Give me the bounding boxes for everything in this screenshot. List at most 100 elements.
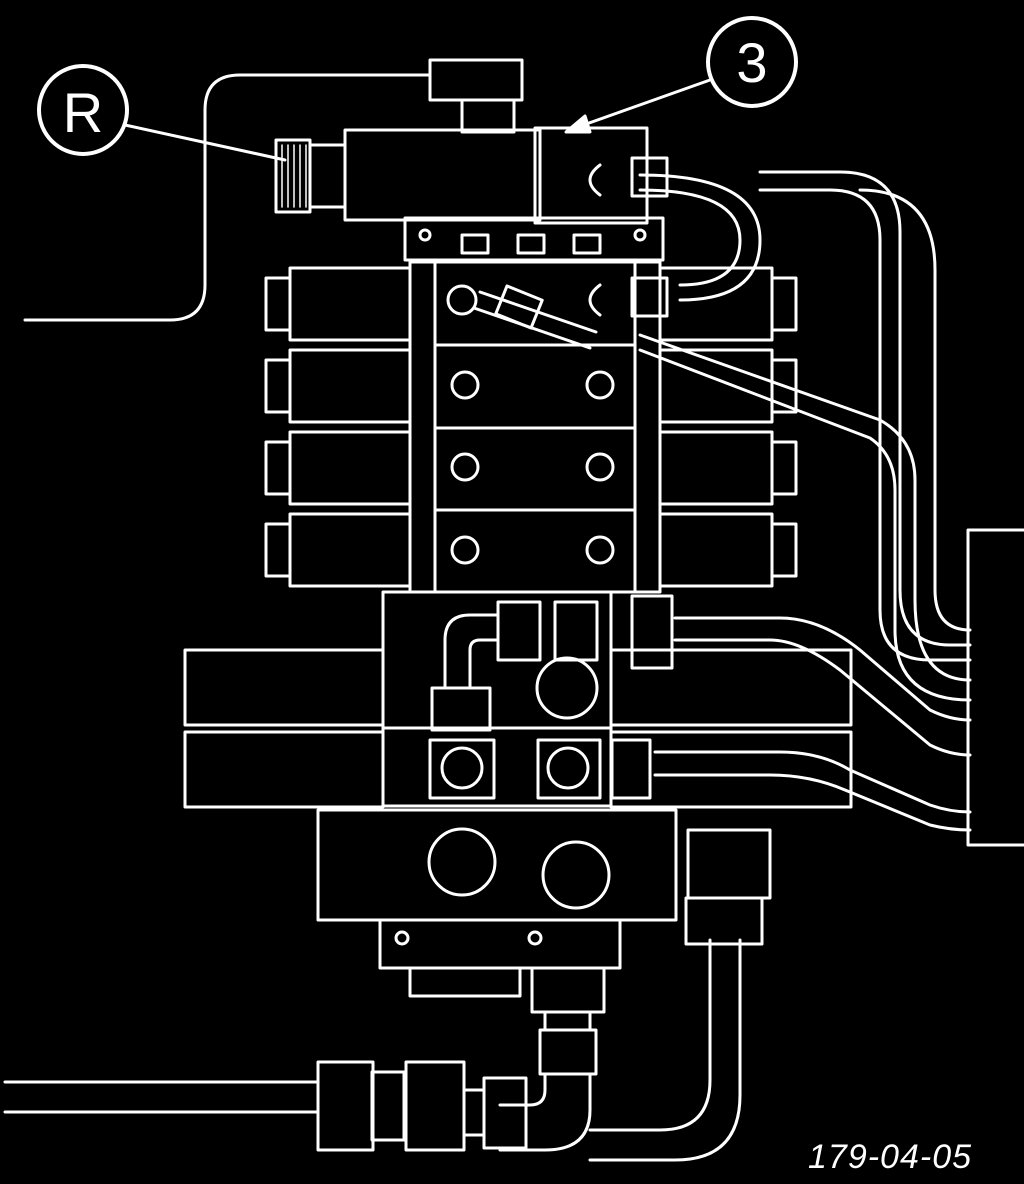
knob-left-2 — [264, 358, 292, 414]
port-4r — [585, 535, 615, 565]
right-bar-2 — [609, 730, 853, 809]
valve-stack — [264, 156, 798, 594]
lower-manifold — [183, 590, 853, 809]
knob-left-1 — [264, 276, 292, 332]
port-4l — [450, 535, 480, 565]
tube-lower-4 — [653, 773, 972, 832]
solenoid-connector-neck — [460, 98, 516, 134]
fitting-b — [553, 600, 599, 662]
side-fitting-hex — [684, 896, 764, 946]
plate-screw-right — [633, 228, 647, 242]
tube-lower-1 — [673, 616, 972, 722]
callout-3-arrowhead — [564, 114, 592, 134]
knob-right-1 — [770, 276, 798, 332]
screw-1 — [460, 233, 490, 255]
port-3r — [585, 452, 615, 482]
bottom-sub-block — [378, 918, 622, 970]
tube-bundle-right-3 — [858, 188, 972, 632]
ports — [450, 370, 615, 565]
coil-left-4 — [288, 512, 412, 588]
right-coils — [658, 266, 798, 588]
bottom-body — [316, 808, 678, 922]
solenoid-body — [343, 128, 542, 222]
stack-left-plate — [408, 260, 437, 594]
fitting-e — [610, 738, 652, 800]
pipe-h — [462, 1088, 486, 1137]
bottom-tab — [408, 966, 522, 998]
plug-left-hex — [428, 738, 496, 800]
fitting-hex-1 — [494, 284, 544, 330]
knob-right-3 — [770, 440, 798, 496]
fitting-h4 — [482, 1076, 528, 1150]
screw-2 — [516, 233, 546, 255]
callout-3-label: 3 — [736, 31, 767, 94]
fitting-v2 — [538, 1028, 598, 1076]
elbow-pipe — [443, 613, 500, 690]
tube-diag-2 — [638, 348, 972, 702]
knob-left-4 — [264, 522, 292, 578]
hoses — [3, 73, 1024, 1162]
port-2l — [450, 370, 480, 400]
fitting-h1 — [316, 1060, 375, 1152]
tube-lower-3 — [653, 750, 972, 814]
stack-dividers — [433, 343, 637, 512]
bottom-block — [316, 808, 772, 998]
fitting-a — [496, 600, 542, 662]
side-fitting — [686, 828, 772, 900]
knob-knurl — [281, 144, 307, 208]
sub-hole-left — [394, 930, 410, 946]
left-bar-2 — [183, 730, 385, 809]
tube-lower-2 — [673, 638, 972, 757]
callout-r-leader — [123, 123, 287, 162]
left-bar-1 — [183, 648, 385, 727]
coil-left-1 — [288, 266, 412, 342]
solenoid-connector — [428, 58, 524, 102]
coil-left-3 — [288, 430, 412, 506]
manual-override-knob — [274, 138, 312, 214]
plate-screw-left — [418, 228, 432, 242]
bottom-port-left — [427, 827, 497, 897]
stack-right-plate — [633, 260, 662, 594]
solenoid-valve — [274, 58, 665, 262]
plug-right-hex — [536, 738, 602, 800]
tube-nut-mid — [630, 276, 669, 318]
knob-right-4 — [770, 522, 798, 578]
callout-r-circle — [37, 64, 129, 156]
coil-right-4 — [658, 512, 774, 588]
bottom-piping — [316, 966, 606, 1152]
left-coils — [264, 266, 412, 588]
pipe-elbow — [498, 1010, 592, 1152]
manifold-port — [535, 656, 599, 720]
hose-lower-right — [588, 938, 742, 1162]
solenoid-nut — [308, 143, 347, 209]
coil-left-2 — [288, 348, 412, 424]
port-2r — [585, 370, 615, 400]
tube-nut-top — [630, 156, 669, 198]
banjo-fitting — [446, 284, 478, 316]
figure-number: 179-04-05 — [808, 1138, 973, 1176]
callout-3-circle — [706, 16, 798, 108]
pipe-bottom-left — [3, 1080, 320, 1114]
sub-hole-right — [527, 930, 543, 946]
knob-left-3 — [264, 440, 292, 496]
screw-3 — [572, 233, 602, 255]
fitting-h3 — [404, 1060, 466, 1152]
solenoid-base-plate — [403, 216, 665, 262]
callout-3: 3 — [564, 16, 798, 134]
tube-bundle-right-1 — [758, 188, 972, 662]
right-component-box — [966, 528, 1024, 847]
plug-left — [440, 746, 484, 790]
cable-left — [23, 73, 432, 322]
callout-r-label: R — [63, 81, 103, 144]
plug-right — [546, 746, 590, 790]
coil-right-3 — [658, 430, 774, 506]
u-tube-top — [588, 163, 762, 317]
tube-bundle-right-2 — [758, 170, 972, 647]
fitting-c — [630, 594, 674, 670]
knob-right-2 — [770, 358, 798, 414]
fitting-v1 — [530, 966, 606, 1014]
port-3l — [450, 452, 480, 482]
fitting-d — [430, 686, 492, 732]
